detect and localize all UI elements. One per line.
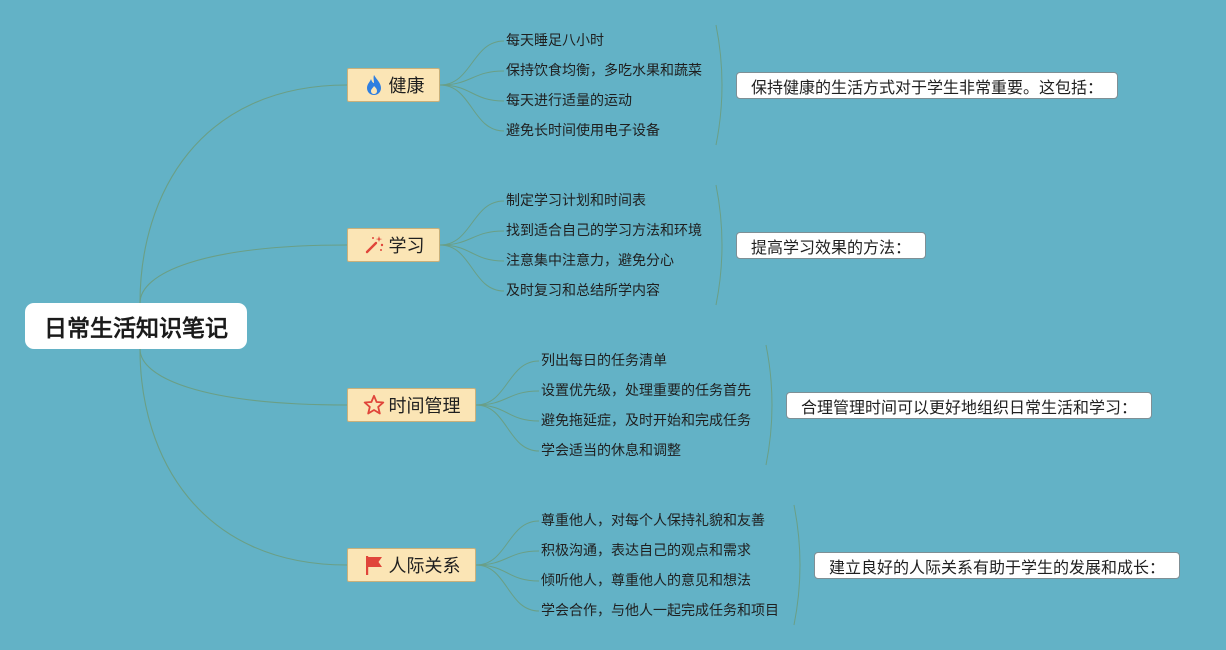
- magic-wand-icon: [363, 234, 385, 256]
- root-branch-connector: [139, 244, 348, 304]
- root-branch-connector: [139, 84, 348, 304]
- root-branch-connector: [139, 348, 348, 566]
- branch-label: 时间管理: [388, 396, 461, 417]
- branch-leaf-connector: [475, 564, 540, 582]
- branch-relationships[interactable]: 人际关系: [347, 548, 476, 582]
- branch-leaf-connector: [439, 244, 505, 262]
- branch-leaf-connector: [439, 84, 505, 132]
- root-branch-connector: [139, 348, 348, 406]
- summary-health[interactable]: 保持健康的生活方式对于学生非常重要。这包括：: [736, 72, 1119, 99]
- leaf-item[interactable]: 积极沟通，表达自己的观点和需求: [541, 543, 751, 559]
- leaf-item[interactable]: 倾听他人，尊重他人的意见和想法: [541, 573, 751, 589]
- flag-icon: [363, 554, 385, 576]
- branch-label: 人际关系: [388, 556, 461, 577]
- branch-leaf-connector: [475, 404, 540, 422]
- branch-health[interactable]: 健康: [347, 68, 440, 102]
- branch-time-management[interactable]: 时间管理: [347, 388, 476, 422]
- branch-leaf-connector: [439, 70, 505, 86]
- leaf-item[interactable]: 找到适合自己的学习方法和环境: [506, 223, 702, 239]
- summary-study[interactable]: 提高学习效果的方法：: [736, 232, 927, 259]
- branch-leaf-connector: [475, 390, 540, 406]
- summary-time-management[interactable]: 合理管理时间可以更好地组织日常生活和学习：: [786, 392, 1153, 419]
- leaf-item[interactable]: 保持饮食均衡，多吃水果和蔬菜: [506, 63, 702, 79]
- branch-study[interactable]: 学习: [347, 228, 440, 262]
- branch-leaf-connector: [439, 84, 505, 102]
- summary-bracket: [715, 184, 723, 306]
- leaf-item[interactable]: 列出每日的任务清单: [541, 353, 667, 369]
- fire-icon: [363, 74, 385, 96]
- branch-leaf-connector: [475, 564, 540, 612]
- summary-bracket: [765, 344, 773, 466]
- leaf-item[interactable]: 注意集中注意力，避免分心: [506, 253, 674, 269]
- leaf-item[interactable]: 及时复习和总结所学内容: [506, 283, 660, 299]
- branch-leaf-connector: [439, 40, 505, 86]
- leaf-item[interactable]: 每天睡足八小时: [506, 33, 604, 49]
- branch-leaf-connector: [475, 550, 540, 566]
- leaf-item[interactable]: 尊重他人，对每个人保持礼貌和友善: [541, 513, 765, 529]
- leaf-item[interactable]: 学会适当的休息和调整: [541, 443, 681, 459]
- leaf-item[interactable]: 每天进行适量的运动: [506, 93, 632, 109]
- leaf-item[interactable]: 设置优先级，处理重要的任务首先: [541, 383, 751, 399]
- branch-leaf-connector: [475, 520, 540, 566]
- root-title: 日常生活知识笔记: [44, 316, 228, 342]
- summary-bracket: [715, 24, 723, 146]
- branch-leaf-connector: [439, 230, 505, 246]
- branch-label: 学习: [388, 236, 425, 257]
- branch-leaf-connector: [439, 200, 505, 246]
- leaf-item[interactable]: 制定学习计划和时间表: [506, 193, 646, 209]
- summary-relationships[interactable]: 建立良好的人际关系有助于学生的发展和成长：: [814, 552, 1181, 579]
- leaf-item[interactable]: 避免长时间使用电子设备: [506, 123, 660, 139]
- branch-leaf-connector: [439, 244, 505, 292]
- root-node[interactable]: 日常生活知识笔记: [25, 303, 247, 349]
- branch-leaf-connector: [475, 360, 540, 406]
- summary-bracket: [793, 504, 801, 626]
- branch-label: 健康: [388, 76, 425, 97]
- star-icon: [363, 394, 385, 416]
- leaf-item[interactable]: 学会合作，与他人一起完成任务和项目: [541, 603, 779, 619]
- branch-leaf-connector: [475, 404, 540, 452]
- leaf-item[interactable]: 避免拖延症，及时开始和完成任务: [541, 413, 751, 429]
